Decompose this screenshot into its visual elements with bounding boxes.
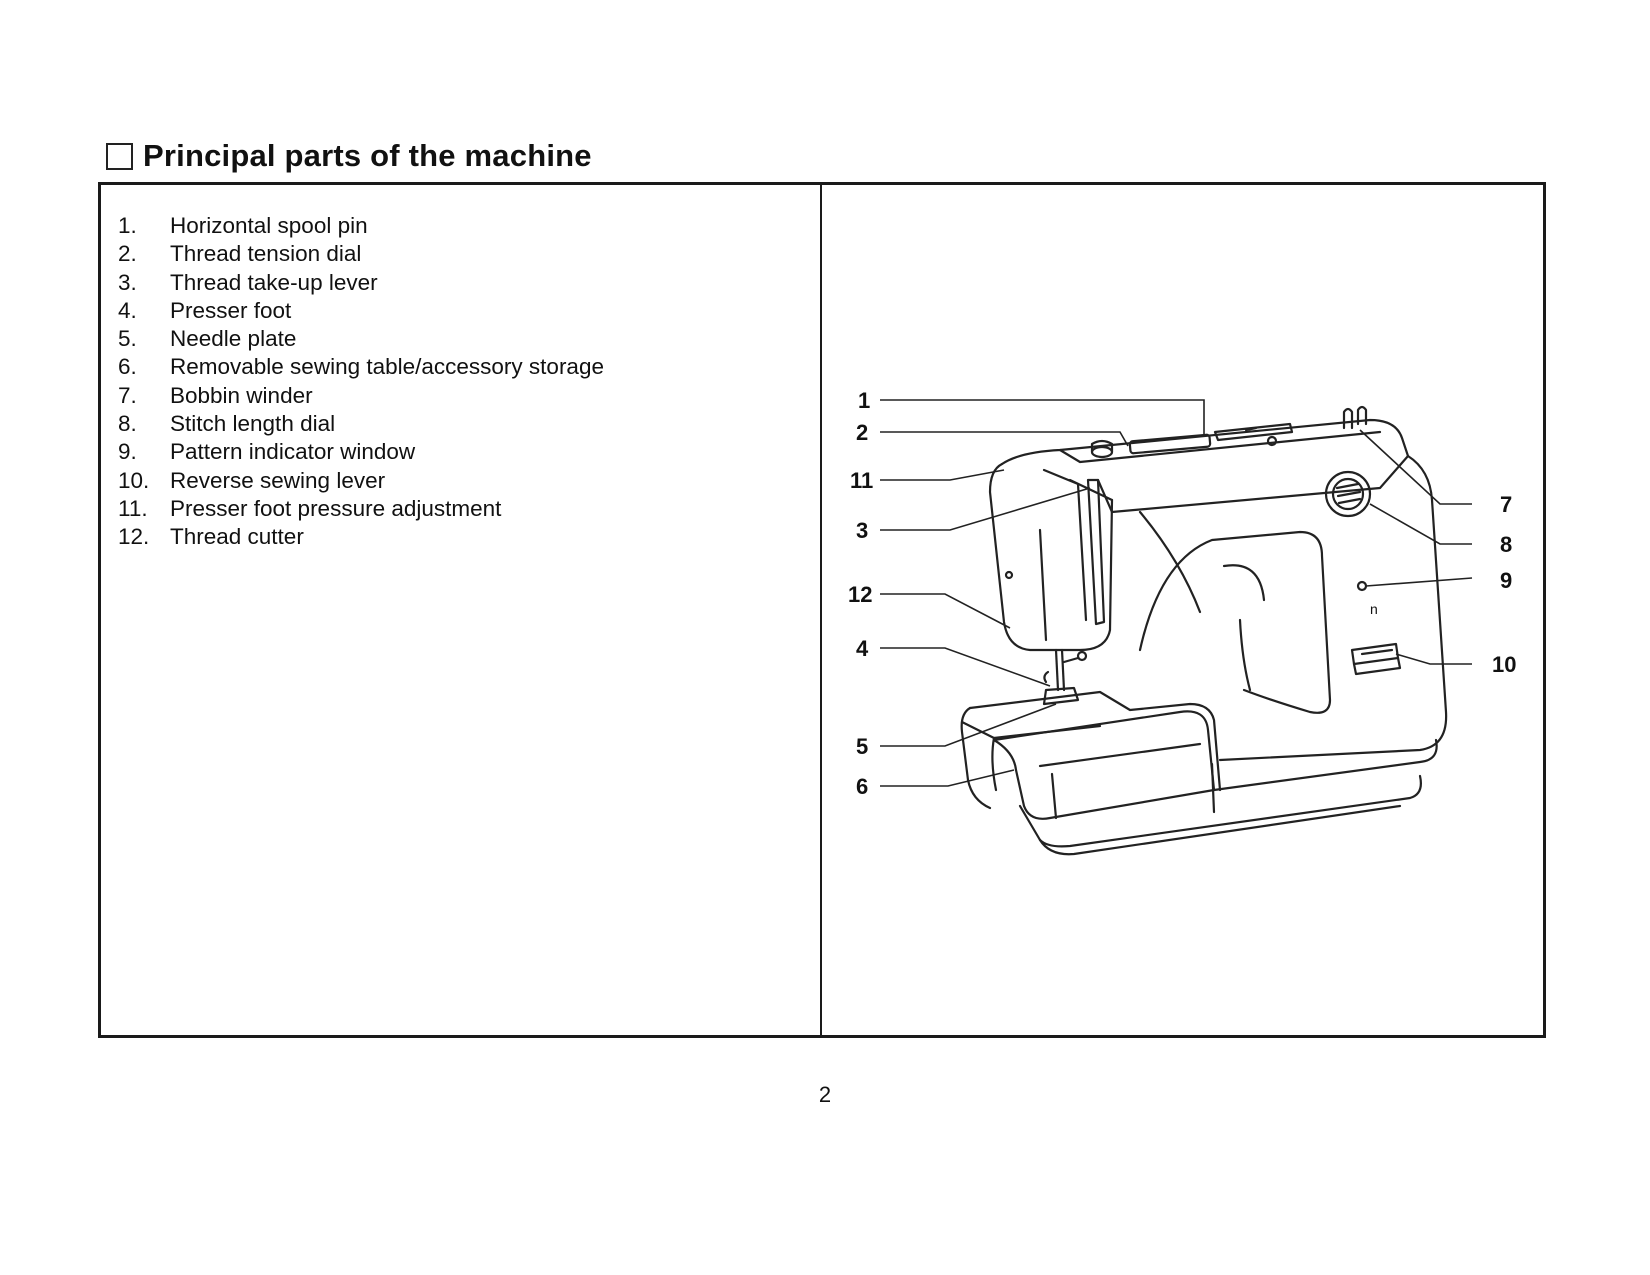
item-label: Horizontal spool pin: [170, 213, 368, 238]
content-frame: [98, 182, 1546, 1038]
callout-numbers: 1 2 11 3 12 4 5 6 7 8 9 10: [848, 388, 1516, 799]
callout-label: 8: [1500, 532, 1512, 557]
empty-square-icon: [106, 142, 133, 170]
callout-label: 4: [856, 636, 869, 661]
item-number: 11.: [118, 495, 148, 521]
list-item: 12. Thread cutter: [118, 523, 604, 551]
item-label: Removable sewing table/accessory storage: [170, 354, 604, 380]
list-item: 9. Pattern indicator window: [118, 438, 604, 466]
callout-label: 6: [856, 774, 868, 799]
callout-label: 2: [856, 420, 868, 445]
item-number: 1.: [118, 213, 137, 238]
item-number: 5.: [118, 326, 137, 352]
section-heading: Principal parts of the machine: [106, 138, 592, 174]
item-label: Pattern indicator window: [170, 439, 416, 465]
item-label: Thread tension dial: [170, 241, 362, 267]
callout-label: 5: [856, 734, 868, 759]
list-item: 5. Needle plate: [118, 325, 604, 353]
item-number: 9.: [118, 439, 137, 465]
item-number: 2.: [118, 241, 137, 267]
callout-leaders: [880, 399, 1473, 787]
item-label: Stitch length dial: [170, 411, 336, 437]
svg-text:n: n: [1370, 601, 1378, 617]
page-title: Principal parts of the machine: [143, 138, 592, 173]
item-label: Thread take-up lever: [170, 269, 378, 295]
list-item: 6. Removable sewing table/accessory stora…: [118, 353, 604, 381]
item-label: Bobbin winder: [170, 382, 313, 408]
list-item: 1. Horizontal spool pin: [118, 212, 604, 240]
item-number: 10.: [118, 467, 150, 493]
callout-label: 11: [850, 468, 873, 493]
item-number: 4.: [118, 297, 137, 323]
sewing-machine-diagram: n: [848, 388, 1516, 856]
list-item: 7. Bobbin winder: [118, 382, 604, 410]
sewing-machine-illustration: n: [960, 405, 1448, 856]
item-label: Thread cutter: [170, 524, 304, 550]
item-number: 8.: [118, 411, 137, 437]
item-label: Presser foot pressure adjustment: [170, 495, 502, 521]
list-item: 3. Thread take-up lever: [118, 269, 604, 297]
callout-label: 9: [1500, 568, 1512, 593]
item-label: Needle plate: [170, 326, 297, 352]
list-item: 2. Thread tension dial: [118, 240, 604, 268]
callout-label: 3: [856, 518, 868, 543]
item-number: 7.: [118, 382, 137, 408]
page-number: 2: [818, 1082, 832, 1107]
callout-label: 10: [1492, 652, 1516, 677]
item-label: Presser foot: [170, 297, 292, 323]
list-item: 10. Reverse sewing lever: [118, 467, 604, 495]
parts-list: 1. Horizontal spool pin 2. Thread tension …: [118, 212, 604, 552]
item-number: 12.: [118, 524, 150, 550]
column-divider: [820, 184, 822, 1036]
list-item: 8. Stitch length dial: [118, 410, 604, 438]
callout-label: 1: [858, 388, 870, 413]
callout-label: 7: [1500, 492, 1512, 517]
item-number: 6.: [118, 354, 137, 380]
item-label: Reverse sewing lever: [170, 467, 386, 493]
list-item: 11. Presser foot pressure adjustment: [118, 495, 604, 523]
list-item: 4. Presser foot: [118, 297, 604, 325]
callout-label: 12: [848, 582, 872, 607]
item-number: 3.: [118, 269, 137, 295]
